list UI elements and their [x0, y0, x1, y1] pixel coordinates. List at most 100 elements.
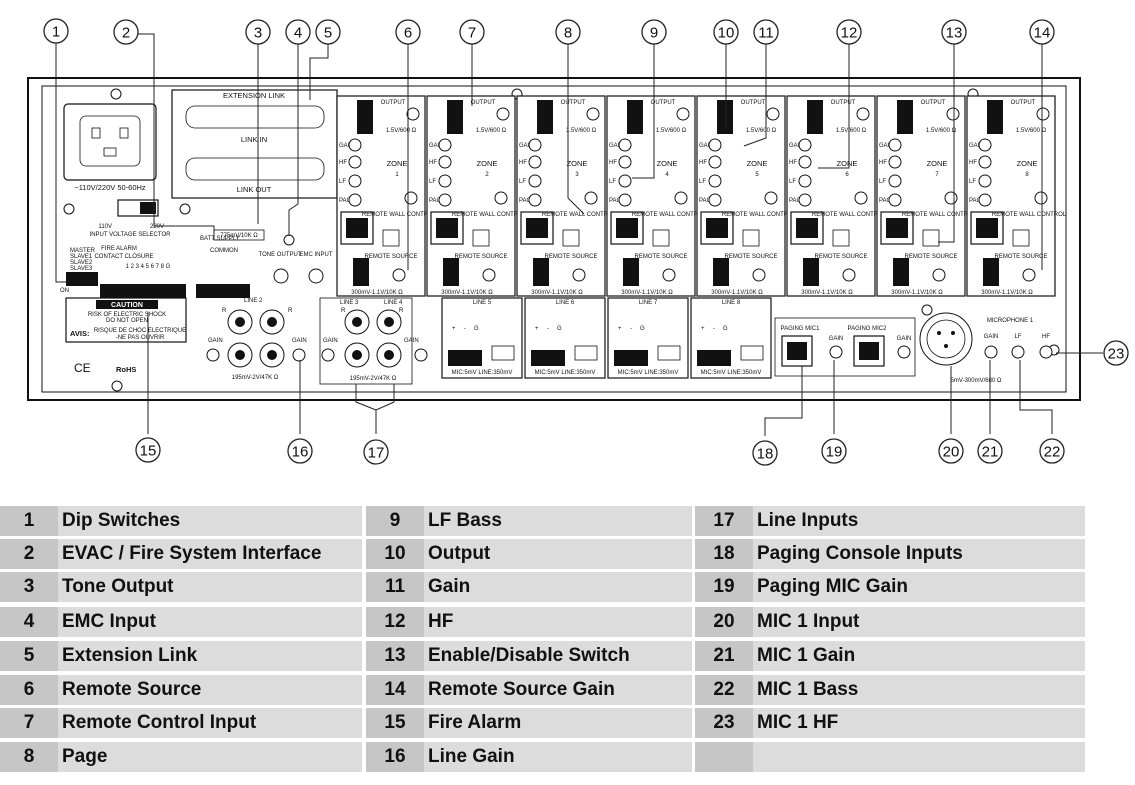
extension-link: EXTENSION LINK LINK IN LINK OUT: [171, 89, 338, 199]
zone-knob-2: [978, 174, 992, 188]
svg-text:OUTPUT: OUTPUT: [381, 100, 406, 106]
legend-number: 23: [695, 708, 753, 738]
screw-icon: [110, 88, 122, 100]
legend-number: 19: [695, 572, 753, 602]
svg-text:HF: HF: [1042, 334, 1050, 340]
legend-label: Line Gain: [428, 746, 515, 767]
line-terminal: [614, 350, 648, 366]
mic1-lf-knob: [1011, 345, 1025, 359]
legend-label: Remote Control Input: [62, 712, 257, 733]
zone-knob-1: [348, 155, 362, 169]
svg-text:REMOTE SOURCE: REMOTE SOURCE: [634, 254, 687, 260]
paging-mic-gain-knob: [829, 345, 843, 359]
svg-text:2: 2: [122, 25, 130, 42]
svg-text:1.5V/600 Ω: 1.5V/600 Ω: [746, 128, 777, 134]
legend-label: Output: [428, 543, 491, 564]
zone-knob-0: [798, 138, 812, 152]
callout-15: 15: [135, 437, 161, 463]
legend-number: 20: [695, 607, 753, 637]
svg-text:GAIN: GAIN: [292, 338, 307, 344]
svg-text:GAIN: GAIN: [829, 336, 844, 342]
legend-number: 7: [0, 708, 58, 738]
svg-text:R: R: [399, 308, 404, 314]
svg-text:FIRE ALARM: FIRE ALARM: [101, 246, 137, 252]
remote-source-terminal: [353, 258, 369, 286]
svg-text:R: R: [341, 308, 346, 314]
legend-number: 10: [366, 539, 424, 569]
legend-number: 6: [0, 675, 58, 705]
line34-inputs: LINE 3 LINE 4 R R GAIN GAIN 195mV-2V/47K…: [319, 297, 428, 385]
svg-text:11: 11: [758, 25, 774, 42]
zone-knob-1: [528, 155, 542, 169]
svg-text:8: 8: [564, 25, 572, 42]
svg-text:5: 5: [755, 172, 759, 178]
svg-text:ZONE: ZONE: [747, 159, 768, 168]
svg-text:OUTPUT: OUTPUT: [471, 100, 496, 106]
svg-text:LINE 5: LINE 5: [473, 300, 492, 306]
output-gain-knob: [496, 107, 510, 121]
output-gain-knob: [676, 107, 690, 121]
svg-text:LINE 3: LINE 3: [340, 300, 359, 306]
svg-text:3: 3: [575, 172, 579, 178]
zone-knob-0: [618, 138, 632, 152]
svg-text:300mV-1.1V/10K Ω: 300mV-1.1V/10K Ω: [711, 290, 763, 296]
svg-text:HF: HF: [519, 160, 527, 166]
callout-17: 17: [363, 439, 389, 465]
svg-text:LF: LF: [1014, 334, 1021, 340]
svg-text:CONTACT CLOSURE: CONTACT CLOSURE: [94, 254, 153, 260]
power-label: ~110V/220V 50-60Hz: [74, 183, 146, 192]
callout-20: 20: [938, 438, 964, 464]
line-mic-phantom-switch: [740, 345, 764, 361]
svg-text:300mV-1.1V/10K Ω: 300mV-1.1V/10K Ω: [531, 290, 583, 296]
svg-text:7: 7: [468, 25, 476, 42]
svg-text:LINK IN: LINK IN: [241, 135, 267, 144]
output-terminal: [897, 100, 913, 134]
svg-text:+: +: [618, 326, 622, 332]
callout-4: 4: [285, 19, 311, 45]
svg-text:SLAVE1: SLAVE1: [70, 254, 93, 260]
svg-text:GAIN: GAIN: [699, 143, 714, 149]
svg-text:OUTPUT: OUTPUT: [651, 100, 676, 106]
svg-text:RoHS: RoHS: [116, 365, 136, 374]
svg-text:LF: LF: [969, 179, 976, 185]
svg-text:6: 6: [404, 25, 412, 42]
zone-knob-3: [438, 193, 452, 207]
remote-source-gain-knob: [392, 268, 406, 282]
legend-label: Line Inputs: [757, 510, 859, 531]
enable-disable-switch: [562, 229, 580, 247]
svg-text:GAIN: GAIN: [429, 143, 444, 149]
svg-text:PAGE: PAGE: [789, 198, 805, 204]
legend-number: [695, 742, 753, 772]
svg-text:G: G: [474, 326, 479, 332]
svg-text:GAIN: GAIN: [969, 143, 984, 149]
svg-text:GAIN: GAIN: [404, 338, 419, 344]
zone-knob-2: [798, 174, 812, 188]
output-gain-knob: [856, 107, 870, 121]
svg-text:MIC:5mV LINE:350mV: MIC:5mV LINE:350mV: [452, 370, 513, 376]
svg-text:REMOTE SOURCE: REMOTE SOURCE: [814, 254, 867, 260]
svg-text:MIC:5mV LINE:350mV: MIC:5mV LINE:350mV: [618, 370, 679, 376]
svg-text:LF: LF: [339, 179, 346, 185]
mic1-section: MICROPHONE 1 GAIN LF HF 5mV-300mV/680 Ω: [919, 312, 1053, 384]
enable-disable-switch: [652, 229, 670, 247]
remote-source-gain-knob: [752, 268, 766, 282]
svg-text:REMOTE WALL CONTROL: REMOTE WALL CONTROL: [452, 212, 527, 218]
zone-knob-2: [888, 174, 902, 188]
svg-text:1.5V/600 Ω: 1.5V/600 Ω: [476, 128, 507, 134]
svg-text:LINE 6: LINE 6: [556, 300, 575, 306]
output-terminal: [357, 100, 373, 134]
svg-text:GAIN: GAIN: [339, 143, 354, 149]
svg-text:1.5V/600 Ω: 1.5V/600 Ω: [566, 128, 597, 134]
line-mic-phantom-switch: [657, 345, 681, 361]
legend-label: MIC 1 Input: [757, 611, 860, 632]
remote-source-gain-knob: [662, 268, 676, 282]
